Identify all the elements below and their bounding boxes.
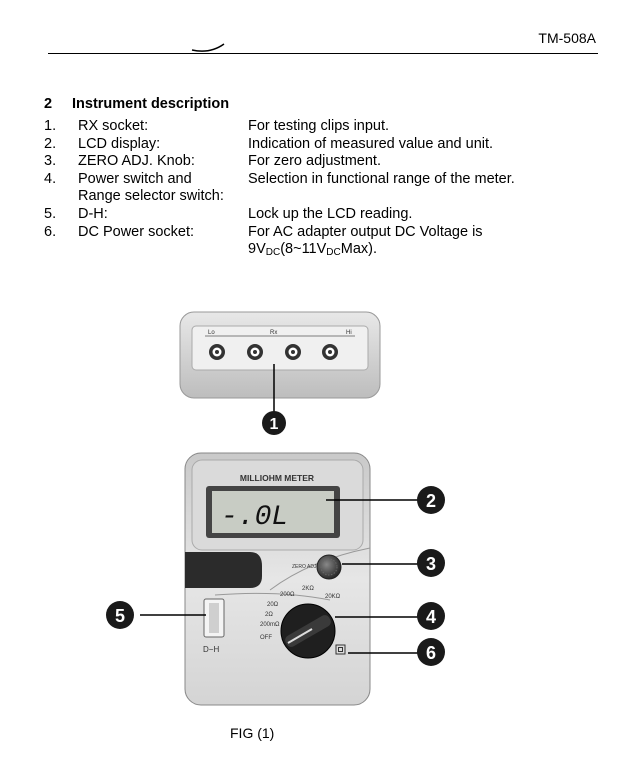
zero-adj-knob[interactable] (316, 554, 342, 580)
callout-1: 1 (262, 411, 286, 435)
socket-jack (322, 344, 338, 360)
list-item: 1. RX socket: For testing clips input. (44, 118, 604, 136)
range-label: 2Ω (265, 612, 273, 618)
item-description: For testing clips input. (248, 118, 390, 134)
lcd-reading: -.0L (221, 502, 288, 533)
side-grip (185, 552, 262, 588)
item-description: For zero adjustment. (248, 153, 381, 170)
list-item: 4. Power switch and Selection in functio… (44, 171, 604, 189)
list-item-continuation: Range selector switch: (44, 188, 604, 206)
item-label: D-H: (78, 205, 108, 222)
meter-body: MILLIOHM METER -.0L ZERO ADJ. 200Ω 2KΩ 2… (184, 452, 371, 706)
socket-label-rx: Rx (270, 330, 277, 336)
zero-adj-label: ZERO ADJ. (292, 564, 318, 570)
item-description: Indication of measured value and unit. (248, 135, 494, 152)
list-item: 2. LCD display: Indication of measured v… (44, 136, 604, 154)
meter-title: MILLIOHM METER (240, 473, 314, 483)
list-item: 3. ZERO ADJ. Knob: For zero adjustment. (44, 153, 604, 171)
socket-panel: Lo Rx Hi (179, 311, 381, 399)
svg-text:2: 2 (426, 491, 436, 511)
callout-5: 5 (106, 601, 134, 629)
list-item-continuation: 9VDC(8~11VDCMax). (44, 241, 604, 259)
callout-2: 2 (417, 486, 445, 514)
item-description: Lock up the LCD reading. (248, 205, 413, 222)
dh-label: D−H (203, 645, 219, 654)
item-label: Power switch and (78, 170, 192, 187)
range-selector-knob[interactable] (280, 603, 336, 659)
figure-caption: FIG (1) (230, 725, 275, 741)
svg-text:6: 6 (426, 643, 436, 663)
header-divider (48, 53, 598, 54)
item-number: 1. (44, 118, 57, 134)
socket-jack (285, 344, 301, 360)
item-description: For AC adapter output DC Voltage is (248, 223, 483, 240)
range-label: 200mΩ (260, 622, 280, 628)
svg-text:3: 3 (426, 554, 436, 574)
list-item: 6. DC Power socket: For AC adapter outpu… (44, 224, 604, 242)
range-label: 20Ω (267, 602, 279, 608)
item-number: 4. (44, 170, 57, 187)
svg-text:5: 5 (115, 606, 125, 626)
callout-6: 6 (417, 638, 445, 666)
range-label: 2KΩ (302, 586, 314, 592)
socket-label-hi: Hi (346, 330, 352, 336)
item-number: 6. (44, 223, 57, 240)
socket-label-lo: Lo (208, 330, 215, 336)
item-label: ZERO ADJ. Knob: (78, 153, 195, 170)
item-number: 5. (44, 205, 57, 222)
item-description-continued: 9VDC(8~11VDCMax). (248, 241, 377, 259)
item-number: 2. (44, 135, 57, 152)
range-label: OFF (260, 635, 272, 641)
meter-figure: Lo Rx Hi 1 MILLIOHM METER -.0L ZERO ADJ. (106, 311, 445, 706)
dc-power-socket[interactable] (335, 644, 346, 655)
list-item: 5. D-H: Lock up the LCD reading. (44, 206, 604, 224)
item-description: Selection in functional range of the met… (248, 170, 515, 187)
callout-3: 3 (417, 549, 445, 577)
callout-4: 4 (417, 602, 445, 630)
section-title-text: Instrument description (72, 96, 230, 112)
description-list: 1. RX socket: For testing clips input. 2… (44, 118, 604, 259)
section-number: 2 (44, 96, 53, 112)
socket-jack (209, 344, 225, 360)
range-label: 200Ω (280, 592, 295, 598)
dh-button[interactable] (203, 598, 225, 638)
svg-text:4: 4 (426, 607, 436, 627)
item-label: DC Power socket: (78, 223, 195, 240)
item-label: RX socket: (78, 118, 149, 134)
item-label-continued: Range selector switch: (78, 188, 224, 205)
svg-text:1: 1 (270, 416, 279, 433)
section-title: 2 Instrument description (44, 96, 229, 112)
range-label: 20KΩ (325, 594, 341, 600)
socket-jack (247, 344, 263, 360)
lcd-display (212, 491, 334, 533)
item-label: LCD display: (78, 135, 161, 152)
header-swoosh (191, 43, 225, 52)
item-number: 3. (44, 153, 57, 170)
model-number: TM-508A (538, 30, 596, 46)
